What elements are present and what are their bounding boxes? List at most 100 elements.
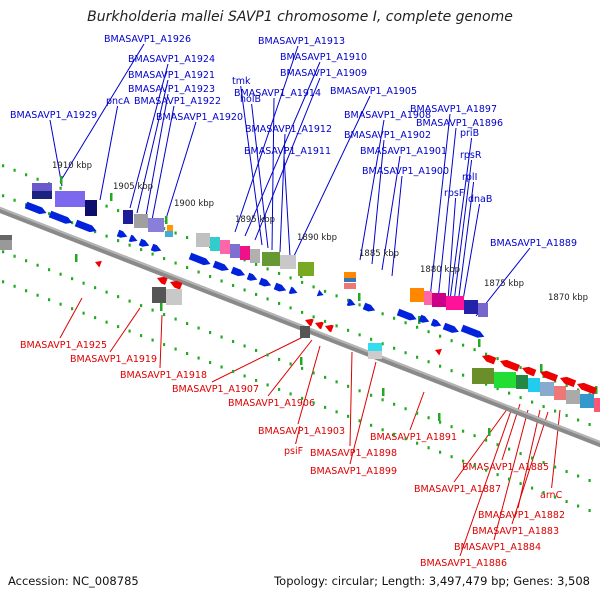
tick-mark (347, 384, 350, 388)
gene-label-bottom: BMASAVP1_A1883 (472, 526, 559, 537)
feature-box (368, 343, 382, 351)
tick-mark (577, 418, 580, 422)
tick-mark (370, 423, 373, 427)
gene-label-top: BMASAVP1_A1901 (360, 146, 447, 157)
tick-mark (36, 177, 39, 181)
tick-mark-major (438, 413, 441, 421)
gene-label-top: BMASAVP1_A1900 (362, 166, 449, 177)
gene-label-bottom: BMASAVP1_A1886 (420, 558, 507, 569)
tick-mark (278, 387, 281, 391)
tick-mark (462, 429, 465, 433)
gene-label-top: rpsR (460, 150, 482, 161)
feature-box (368, 351, 382, 359)
feature-box (196, 233, 210, 247)
gene-label-top: BMASAVP1_A1929 (10, 110, 97, 121)
tick-mark (381, 428, 384, 432)
feature-box (344, 272, 356, 278)
label-connector-bottom (511, 411, 549, 525)
feature-box (300, 326, 310, 338)
tick-mark-major (595, 386, 598, 394)
label-connector-top (381, 155, 401, 271)
tick-mark (243, 374, 246, 378)
scale-label: 1895 kbp (235, 215, 275, 225)
label-connector-bottom (453, 407, 509, 483)
tick-mark (404, 351, 407, 355)
feature-box-group (0, 183, 600, 412)
tick-mark (301, 396, 304, 400)
gene-arrow-forward (396, 308, 417, 321)
tick-mark (358, 303, 361, 307)
gene-label-bottom: BMASAVP1_A1884 (454, 542, 541, 553)
tick-mark (370, 337, 373, 341)
gene-arrow-forward (138, 238, 150, 247)
gene-arrow-reverse (560, 376, 577, 388)
gene-label-bottom: BMASAVP1_A1898 (310, 448, 397, 459)
feature-box (210, 237, 220, 251)
tick-mark (450, 455, 453, 459)
gene-label-top: BMASAVP1_A1923 (128, 84, 215, 95)
tick-mark (404, 407, 407, 411)
feature-box (262, 252, 280, 266)
gene-arrow-forward (128, 234, 138, 242)
genome-summary: Topology: circular; Length: 3,497,479 bp… (274, 574, 590, 588)
gene-label-bottom: BMASAVP1_A1887 (414, 484, 501, 495)
tick-mark (197, 270, 200, 274)
tick-mark (588, 479, 591, 483)
gene-label-top: BMASAVP1_A1910 (280, 52, 367, 63)
feature-box (594, 398, 600, 412)
tick-mark (439, 450, 442, 454)
label-connector-top (251, 103, 269, 249)
tick-mark (151, 252, 154, 256)
tick-mark (36, 293, 39, 297)
tick-mark (301, 366, 304, 370)
gene-arrow-forward (316, 289, 324, 297)
tick-mark (301, 280, 304, 284)
gene-label-top: priB (460, 128, 479, 139)
gene-arrow-reverse (522, 366, 537, 377)
tick-mark (2, 194, 5, 198)
tick-mark (577, 504, 580, 508)
gene-label-top: BMASAVP1_A1905 (330, 86, 417, 97)
gene-label-bottom: BMASAVP1_A1885 (462, 462, 549, 473)
tick-mark (255, 348, 258, 352)
feature-box (148, 218, 164, 232)
gene-arrow-reverse (482, 354, 497, 365)
tick-mark (542, 375, 545, 379)
gene-label-top: BMASAVP1_A1889 (490, 238, 577, 249)
tick-mark (450, 369, 453, 373)
gene-arrow-forward (362, 302, 376, 312)
tick-mark (519, 452, 522, 456)
tick-mark (473, 348, 476, 352)
tick-mark (312, 401, 315, 405)
tick-mark (393, 346, 396, 350)
tick-mark (36, 263, 39, 267)
feature-box (464, 300, 478, 314)
tick-mark (209, 331, 212, 335)
tick-mark (542, 491, 545, 495)
label-connector-top (254, 77, 321, 241)
tick-mark (186, 266, 189, 270)
label-connector-bottom (459, 407, 513, 557)
tick-mark (151, 338, 154, 342)
label-connector-top (453, 159, 473, 303)
tick-mark (266, 383, 269, 387)
label-connector-top (371, 139, 385, 265)
label-connector-top (437, 127, 457, 301)
tick-mark-major (165, 216, 168, 224)
scale-label: 1880 kbp (420, 265, 460, 275)
label-connector-top (145, 93, 169, 217)
label-connector-top (151, 105, 175, 221)
tick-mark (462, 459, 465, 463)
gene-label-bottom: BMASAVP1_A1919 (70, 354, 157, 365)
feature-box (494, 372, 516, 388)
feature-box (472, 368, 494, 384)
feature-box (152, 287, 166, 303)
gene-label-bottom: psiF (284, 446, 303, 457)
tick-mark (347, 328, 350, 332)
feature-box (134, 214, 148, 228)
tick-mark (473, 464, 476, 468)
feature-box (55, 191, 85, 207)
tick-mark (25, 173, 28, 177)
label-connector-bottom (109, 307, 141, 353)
